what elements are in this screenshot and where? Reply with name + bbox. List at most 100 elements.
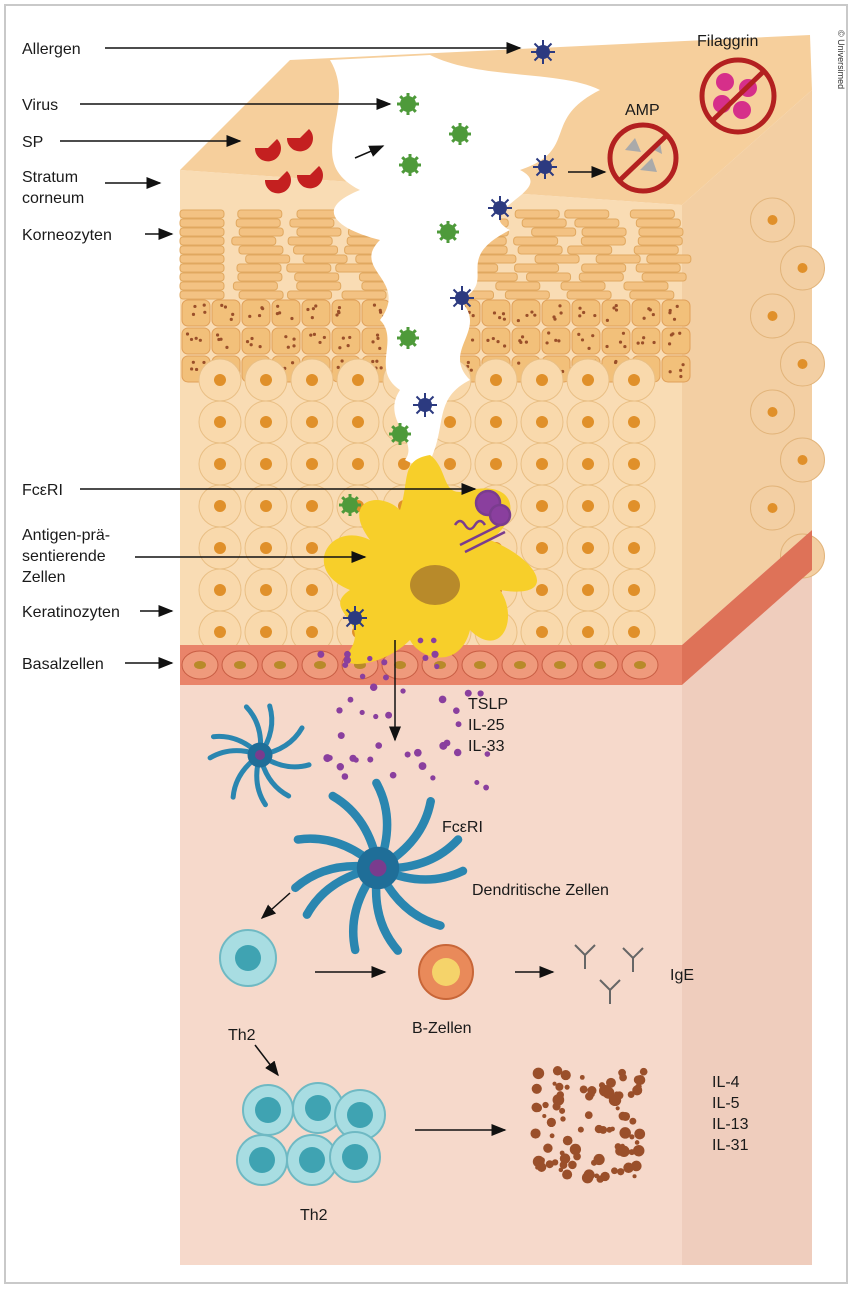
granule <box>223 305 228 309</box>
corneocyte <box>238 290 284 300</box>
corneocyte <box>237 209 283 219</box>
cytokine-dot <box>532 1067 545 1080</box>
corneocyte <box>521 218 567 228</box>
cytokine-dot <box>552 1066 563 1076</box>
granular-cell <box>211 299 241 327</box>
ige-antibody <box>599 979 621 1004</box>
granule <box>671 332 675 336</box>
granule <box>257 313 262 318</box>
cytokine-dot <box>562 1135 573 1146</box>
cytokine-dot <box>619 1073 627 1082</box>
cytokine-dot <box>639 1067 648 1076</box>
cytokine-dot <box>623 1162 634 1174</box>
cytokine-dot <box>404 751 411 758</box>
nucleus <box>260 500 272 512</box>
sp-icon <box>296 166 323 189</box>
granule <box>502 317 507 321</box>
corneocyte <box>179 209 225 219</box>
cytokine-dot <box>367 655 373 662</box>
nucleus <box>634 661 646 669</box>
nucleus <box>260 626 272 638</box>
corneocyte <box>179 272 225 282</box>
granular-cell <box>241 299 271 327</box>
granule <box>533 313 537 317</box>
granule <box>202 360 206 365</box>
skin-fissure <box>330 55 600 470</box>
granule <box>248 314 252 318</box>
granule <box>558 304 562 308</box>
granule <box>469 368 473 372</box>
granular-cell <box>511 299 541 327</box>
granule <box>582 310 586 315</box>
corneocyte <box>236 263 282 273</box>
granule <box>194 367 199 372</box>
nucleus <box>306 458 318 470</box>
label-stratum-2: corneum <box>22 190 84 207</box>
corneocyte <box>633 245 679 255</box>
cytokine-dot <box>629 1134 635 1140</box>
corneocyte <box>294 272 340 282</box>
cytokine-dot <box>568 1160 577 1170</box>
dendritic-cell <box>291 778 468 955</box>
nucleus <box>306 374 318 386</box>
label-korneozyten: Korneozyten <box>22 227 112 244</box>
granule <box>642 316 646 320</box>
granule <box>530 310 534 314</box>
label-fceri-left: FcεRI <box>22 482 63 499</box>
granular-cell <box>601 327 631 355</box>
granular-cell <box>541 299 571 327</box>
granule <box>338 346 342 350</box>
nucleus <box>306 626 318 638</box>
nucleus <box>767 215 778 225</box>
granular-cell <box>571 299 601 327</box>
nucleus <box>255 1097 281 1123</box>
corneocyte <box>581 227 627 237</box>
corneocyte <box>578 272 624 282</box>
cytokine-dot <box>430 775 436 781</box>
granule <box>311 307 316 311</box>
granular-cell <box>331 299 361 327</box>
label-il25: IL-25 <box>468 717 505 734</box>
cytokine-dot <box>453 707 460 715</box>
cytokine-dot <box>438 695 447 704</box>
nucleus <box>536 584 548 596</box>
granule <box>292 344 296 348</box>
corneocyte <box>581 263 627 273</box>
nucleus <box>432 958 460 986</box>
corneocyte <box>504 290 550 300</box>
corneocyte <box>179 227 225 237</box>
granule <box>322 335 326 340</box>
granule <box>502 344 507 348</box>
cytokine-dot <box>477 690 484 697</box>
nucleus <box>582 542 594 554</box>
corneocyte <box>567 245 613 255</box>
sp-icon <box>286 129 313 152</box>
cytokine-dot <box>439 741 448 750</box>
label-keratinozyten: Keratinozyten <box>22 604 120 621</box>
granule <box>557 339 561 343</box>
corneocyte <box>514 263 560 273</box>
granule <box>679 374 683 379</box>
corneocyte <box>635 218 681 228</box>
basal-layer-side <box>682 530 812 685</box>
granule <box>336 365 340 369</box>
cytokine-dot <box>584 1111 593 1119</box>
cytokine-dot <box>344 650 351 658</box>
corneocyte <box>232 281 278 291</box>
granule <box>516 318 520 323</box>
granule <box>340 359 344 363</box>
label-filaggrin: Filaggrin <box>697 33 758 50</box>
nucleus <box>628 374 640 386</box>
corneocyte <box>293 245 339 255</box>
granule <box>681 363 685 367</box>
granule <box>470 338 475 342</box>
nucleus <box>536 458 548 470</box>
granule <box>371 340 375 344</box>
granular-cell <box>631 327 661 355</box>
cytokine-dot <box>635 1075 646 1085</box>
cytokine-dot <box>389 771 397 779</box>
granule <box>203 310 207 314</box>
granule <box>219 337 223 341</box>
cytokine-dot <box>336 763 345 771</box>
granule <box>667 342 672 346</box>
